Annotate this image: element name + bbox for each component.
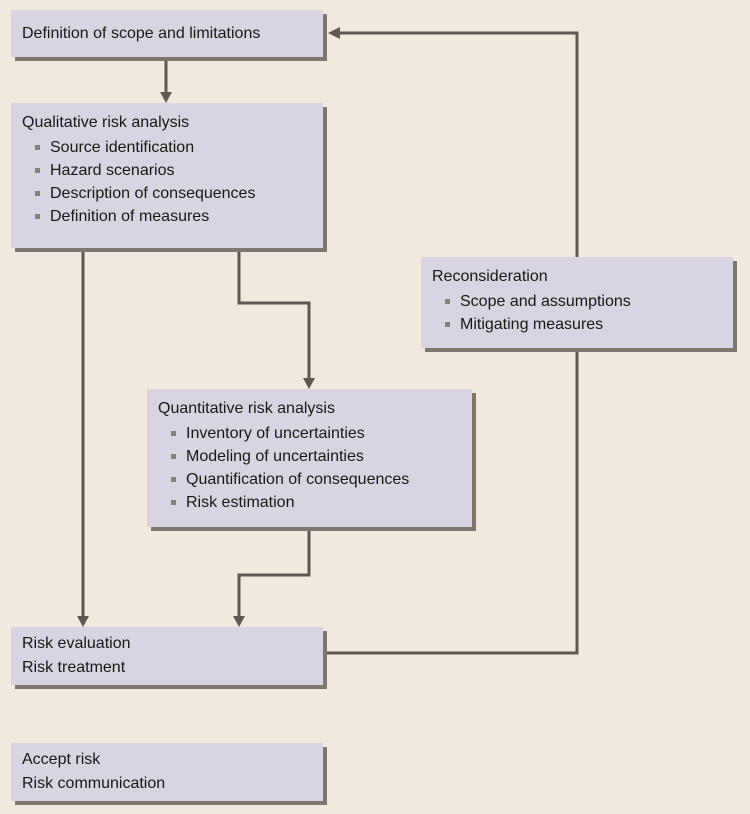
bullet-label: Modeling of uncertainties (186, 447, 364, 465)
arrowhead-into-evaluation-right (233, 616, 245, 627)
box-quantitative-title: Quantitative risk analysis (158, 400, 335, 417)
bullet-square-icon (171, 500, 176, 505)
arrowhead-into-qualitative (160, 92, 172, 103)
bullet-item: Mitigating measures (421, 313, 733, 336)
connector-qualitative-to-quantitative (237, 248, 311, 380)
bullet-label: Inventory of uncertainties (186, 424, 365, 442)
box-accept-risk: Accept risk Risk communication (11, 743, 323, 801)
bullet-square-icon (171, 477, 176, 482)
arrowhead-into-definition (328, 27, 340, 39)
bullet-item: Inventory of uncertainties (147, 422, 472, 445)
bullet-item: Source identification (11, 136, 323, 159)
bullet-item: Risk estimation (147, 491, 472, 514)
bullet-square-icon (445, 299, 450, 304)
bullet-label: Risk estimation (186, 493, 295, 511)
bullet-square-icon (35, 145, 40, 150)
box-evaluation-line2: Risk treatment (22, 659, 126, 676)
connector-quantitative-to-evaluation (237, 528, 311, 618)
arrowhead-into-quantitative (303, 378, 315, 389)
box-accept-line2: Risk communication (22, 775, 166, 792)
bullet-square-icon (171, 454, 176, 459)
bullet-item: Definition of measures (11, 205, 323, 228)
reconsideration-bullet-list: Scope and assumptions Mitigating measure… (421, 290, 733, 336)
box-evaluation-line1: Risk evaluation (22, 635, 131, 652)
box-quantitative-risk-analysis: Quantitative risk analysis Inventory of … (147, 389, 472, 527)
bullet-label: Quantification of consequences (186, 470, 410, 488)
bullet-item: Hazard scenarios (11, 159, 323, 182)
arrowhead-into-evaluation-left (77, 616, 89, 627)
box-definition-of-scope: Definition of scope and limitations (11, 10, 323, 57)
bullet-label: Scope and assumptions (460, 292, 631, 310)
quantitative-bullet-list: Inventory of uncertainties Modeling of u… (147, 422, 472, 514)
bullet-label: Definition of measures (50, 207, 210, 225)
box-accept-line1: Accept risk (22, 751, 101, 768)
bullet-item: Modeling of uncertainties (147, 445, 472, 468)
bullet-square-icon (35, 168, 40, 173)
box-definition-title: Definition of scope and limitations (22, 24, 261, 42)
bullet-square-icon (171, 431, 176, 436)
qualitative-bullet-list: Source identification Hazard scenarios D… (11, 136, 323, 228)
bullet-label: Hazard scenarios (50, 161, 175, 179)
bullet-square-icon (445, 322, 450, 327)
bullet-label: Mitigating measures (460, 315, 604, 333)
bullet-square-icon (35, 214, 40, 219)
bullet-square-icon (35, 191, 40, 196)
bullet-label: Source identification (50, 138, 195, 156)
box-reconsideration: Reconsideration Scope and assumptions Mi… (421, 257, 733, 348)
box-reconsideration-title: Reconsideration (432, 268, 548, 285)
bullet-label: Description of consequences (50, 184, 256, 202)
bullet-item: Quantification of consequences (147, 468, 472, 491)
bullet-item: Scope and assumptions (421, 290, 733, 313)
bullet-item: Description of consequences (11, 182, 323, 205)
box-qualitative-title: Qualitative risk analysis (22, 114, 190, 131)
box-qualitative-risk-analysis: Qualitative risk analysis Source identif… (11, 103, 323, 248)
box-risk-evaluation: Risk evaluation Risk treatment (11, 627, 323, 685)
